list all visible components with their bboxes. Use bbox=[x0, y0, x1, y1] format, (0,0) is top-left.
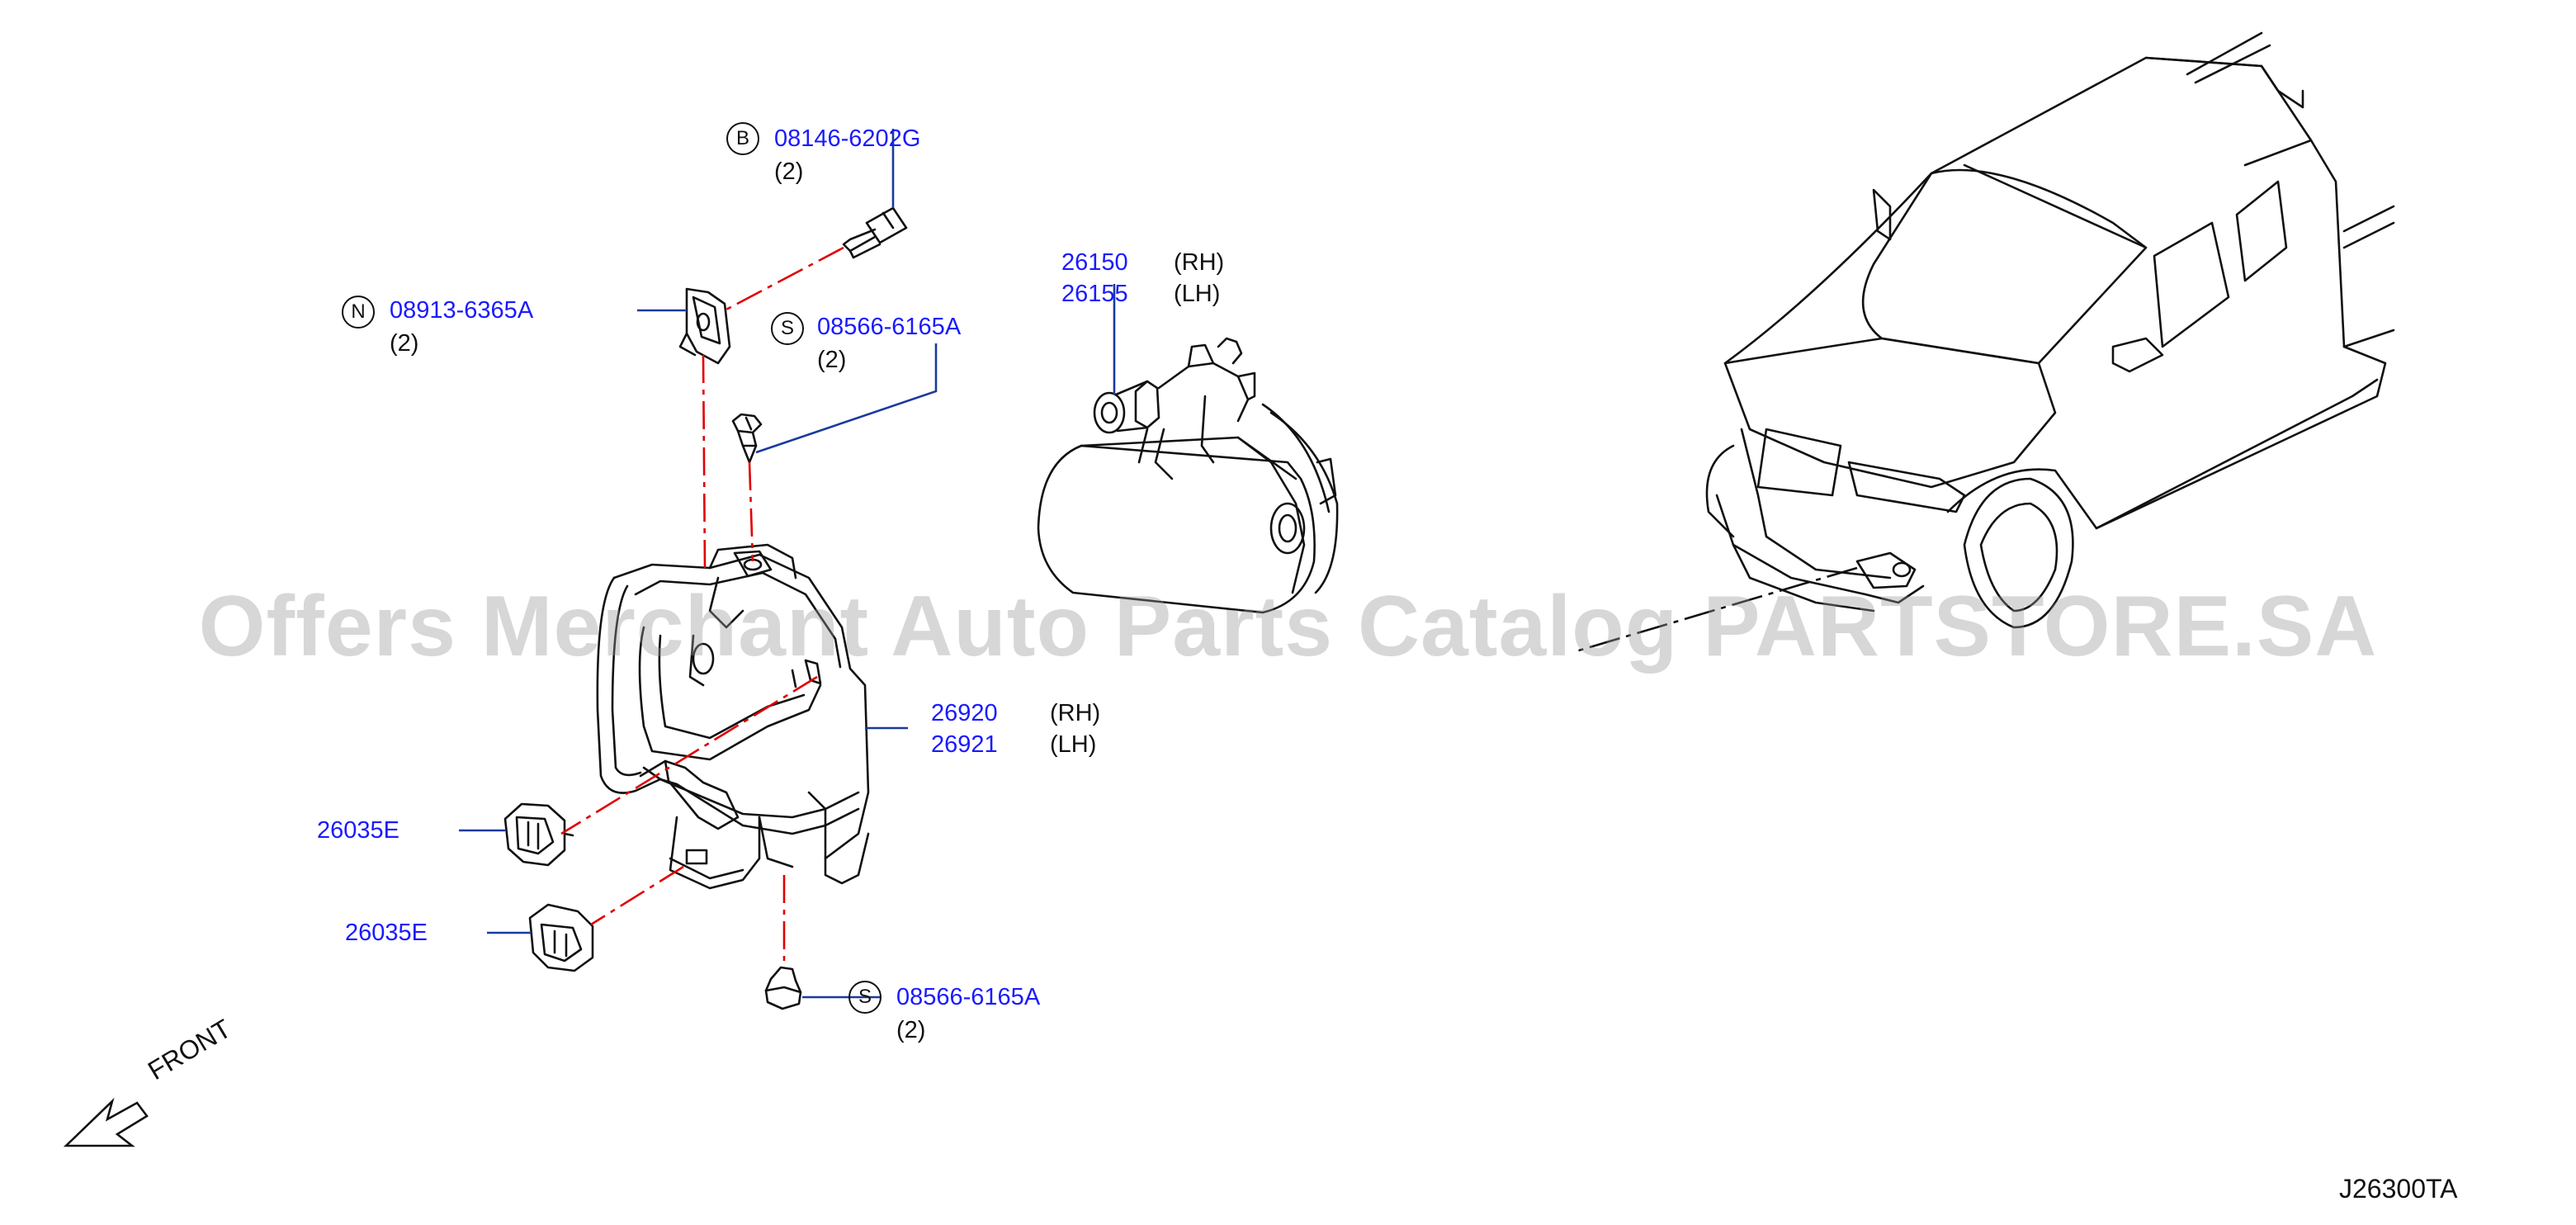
bolt-b-symbol: B bbox=[726, 122, 759, 155]
nut-n-part-number[interactable]: 08913-6365A bbox=[390, 297, 534, 324]
clip-1-part-number[interactable]: 26035E bbox=[317, 817, 399, 844]
bracket-rh-side: (RH) bbox=[1050, 700, 1101, 726]
fog-lamp-bracket-icon bbox=[596, 543, 870, 890]
screw-s-top-icon bbox=[731, 413, 763, 464]
leader-screw-s-top bbox=[755, 343, 938, 454]
bracket-rh-part-number[interactable]: 26920 bbox=[931, 700, 998, 726]
screw-s-top-symbol: S bbox=[771, 312, 804, 345]
fog-lamp-rh-part-number[interactable]: 26150 bbox=[1061, 249, 1128, 276]
screw-s-bottom-part-number[interactable]: 08566-6165A bbox=[896, 984, 1041, 1010]
screw-s-top-qty: (2) bbox=[817, 347, 847, 373]
fog-lamp-rh-side: (RH) bbox=[1174, 249, 1225, 276]
screw-s-bottom-qty: (2) bbox=[896, 1017, 926, 1043]
watermark: Offers Merchant Auto Parts Catalog PARTS… bbox=[198, 579, 2378, 674]
nut-n-qty: (2) bbox=[390, 330, 419, 357]
centerlines bbox=[560, 246, 844, 966]
leader-lines bbox=[459, 129, 1116, 999]
fog-lamp-lh-part-number[interactable]: 26155 bbox=[1061, 281, 1128, 307]
nut-n-symbol: N bbox=[342, 296, 375, 329]
bracket-lh-side: (LH) bbox=[1050, 731, 1097, 758]
fog-lamp-lh-side: (LH) bbox=[1174, 281, 1221, 307]
clip-2-part-number[interactable]: 26035E bbox=[345, 920, 428, 946]
front-arrow-icon bbox=[63, 1097, 149, 1147]
bolt-b-qty: (2) bbox=[774, 158, 804, 185]
screw-s-bottom-icon bbox=[764, 966, 802, 1010]
screw-s-bottom-symbol: S bbox=[848, 981, 882, 1014]
bracket-lh-part-number[interactable]: 26921 bbox=[931, 731, 998, 758]
nut-bracket-n-icon bbox=[678, 287, 731, 365]
clip-2-icon bbox=[528, 903, 594, 972]
clip-1-icon bbox=[503, 802, 574, 867]
vehicle-icon bbox=[1705, 31, 2395, 629]
bolt-b-icon bbox=[842, 206, 908, 259]
screw-s-top-part-number[interactable]: 08566-6165A bbox=[817, 314, 962, 340]
bolt-b-part-number[interactable]: 08146-6202G bbox=[774, 125, 921, 152]
fog-lamp-icon bbox=[1037, 337, 1339, 614]
diagram-code: J26300TA bbox=[2339, 1174, 2458, 1204]
